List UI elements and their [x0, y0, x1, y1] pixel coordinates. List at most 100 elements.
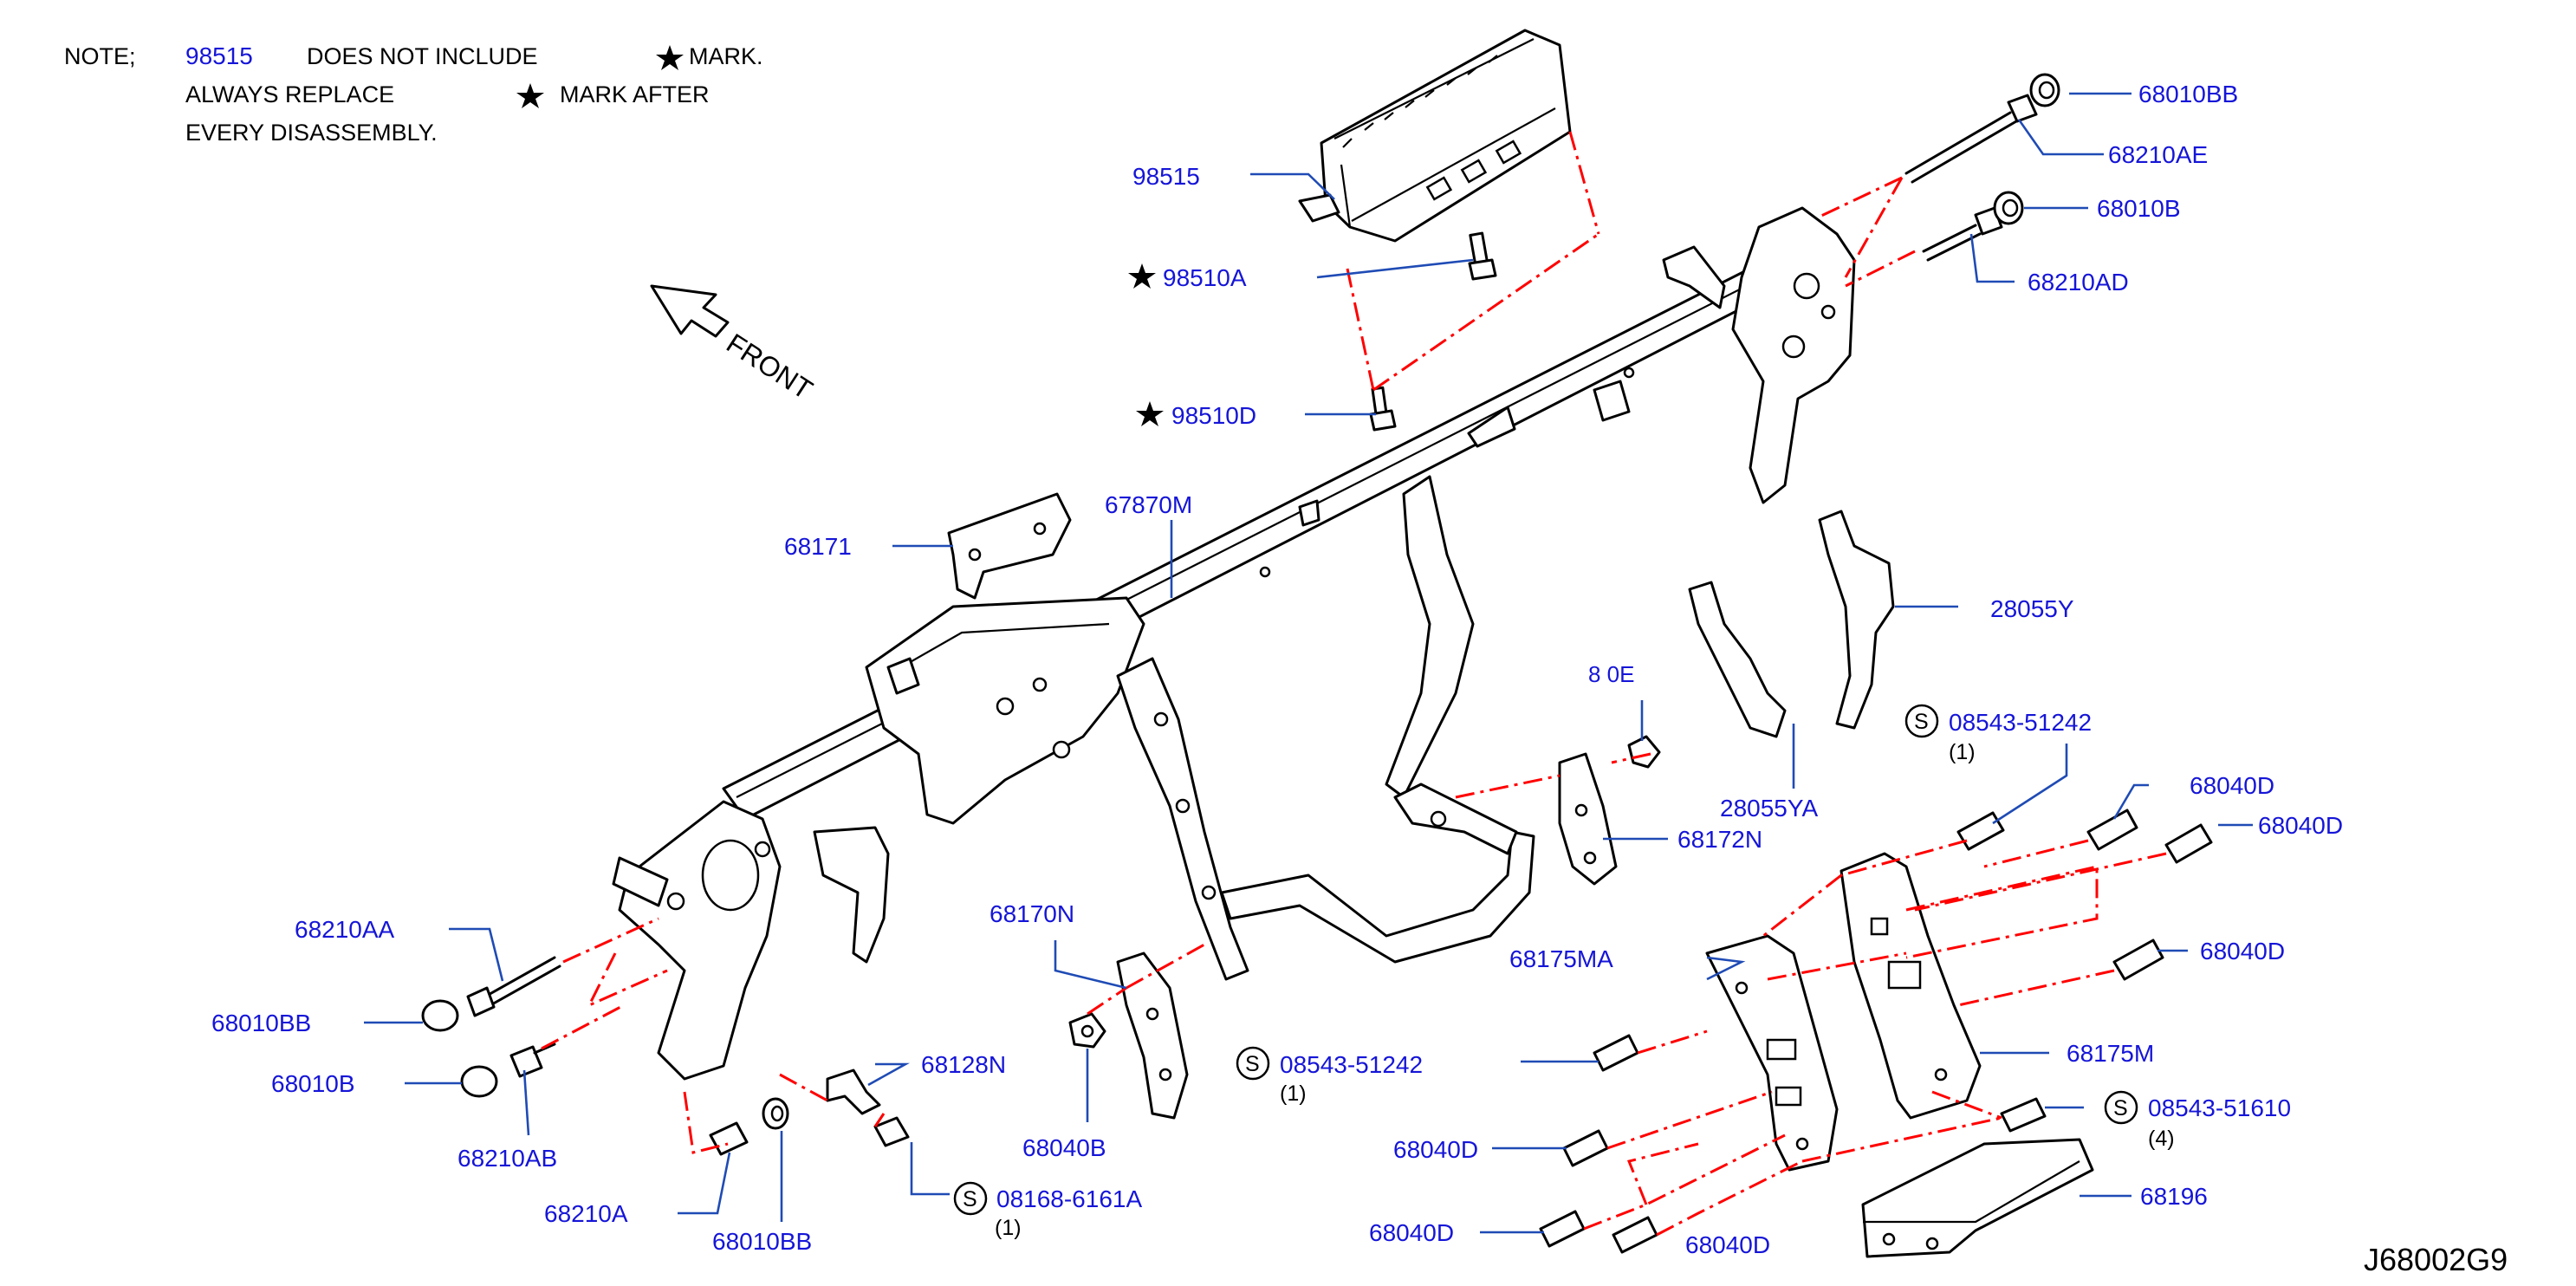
- standard-mark: S: [963, 1187, 977, 1211]
- star-icon: [656, 45, 684, 70]
- front-label: FRONT: [721, 328, 818, 406]
- bolt-68210AD[interactable]: [1922, 206, 2003, 262]
- star-icon: [516, 83, 544, 108]
- label-08543-51610[interactable]: 08543-51610: [2148, 1094, 2291, 1121]
- note-block: NOTE; 98515 DOES NOT INCLUDE MARK. ALWAY…: [64, 42, 763, 146]
- airbag-module[interactable]: [1298, 29, 1572, 243]
- standard-part-icon: [2104, 1090, 2138, 1125]
- label-08168-6161A[interactable]: 08168-6161A: [996, 1185, 1142, 1212]
- label-98515[interactable]: 98515: [1132, 163, 1200, 190]
- knee-protector-68175M[interactable]: [1840, 852, 1982, 1120]
- knee-protector-68175MA[interactable]: [1705, 934, 1839, 1172]
- label-68040D-a[interactable]: 68040D: [2190, 772, 2274, 799]
- standard-part-icon: [953, 1181, 988, 1216]
- bracket-28055YA[interactable]: [1688, 581, 1787, 738]
- label-68210AB[interactable]: 68210AB: [457, 1145, 557, 1172]
- bushing-68010B-left[interactable]: [460, 1065, 498, 1098]
- label-68040E-partial[interactable]: 8 0E: [1588, 661, 1635, 687]
- label-68040D-d[interactable]: 68040D: [1393, 1136, 1478, 1163]
- label-68040D-c[interactable]: 68040D: [2200, 938, 2285, 964]
- label-68010BB-bottom[interactable]: 68010BB: [712, 1228, 812, 1255]
- label-68010BB-top[interactable]: 68010BB: [2138, 81, 2238, 107]
- label-68010B-left[interactable]: 68010B: [271, 1070, 355, 1097]
- bushing-68010BB-left[interactable]: [421, 999, 459, 1032]
- screw-08543-51242[interactable]: [1956, 811, 2005, 851]
- screw-68040D-left-2[interactable]: [1562, 1129, 1609, 1167]
- leader-lines: [364, 92, 2253, 1234]
- bolt-68210A[interactable]: [709, 1121, 749, 1156]
- nut-68040E[interactable]: [1627, 735, 1661, 769]
- label-68196[interactable]: 68196: [2140, 1183, 2208, 1210]
- bolt-68210AB[interactable]: [509, 1042, 556, 1078]
- label-68010B-top[interactable]: 68010B: [2097, 195, 2181, 222]
- star-icon: [1128, 263, 1156, 289]
- label-68210AA[interactable]: 68210AA: [295, 916, 395, 943]
- assembly-lines: [541, 131, 2167, 1237]
- standard-part-icon: [1904, 704, 1939, 738]
- label-68040D-e[interactable]: 68040D: [1369, 1219, 1454, 1246]
- screw-68040D-mid[interactable]: [2112, 939, 2164, 981]
- note-line2-suffix: MARK AFTER: [560, 81, 710, 107]
- label-68210AE[interactable]: 68210AE: [2108, 141, 2208, 168]
- bolt-68210AA[interactable]: [466, 956, 561, 1017]
- label-68040D-f[interactable]: 68040D: [1685, 1231, 1770, 1258]
- bracket-68170N[interactable]: [1116, 952, 1189, 1120]
- label-68040D-b[interactable]: 68040D: [2258, 812, 2343, 839]
- star-icon: [1136, 401, 1164, 426]
- note-prefix: NOTE;: [64, 43, 136, 69]
- bolt-68210AE[interactable]: [1904, 94, 2038, 184]
- screw-68040D-upper-1[interactable]: [2086, 809, 2138, 851]
- screw-68040D-left-3[interactable]: [1539, 1210, 1586, 1248]
- standard-mark: S: [1245, 1052, 1260, 1076]
- screw-68040D-upper-2[interactable]: [2164, 823, 2213, 864]
- front-arrow-icon: [650, 284, 730, 338]
- bolt-08168-6161A[interactable]: [873, 1116, 910, 1147]
- nut-68040B[interactable]: [1068, 1012, 1106, 1049]
- steering-member[interactable]: [612, 206, 1856, 1081]
- qty-08168-6161A: (1): [995, 1216, 1022, 1240]
- label-67870M[interactable]: 67870M: [1105, 491, 1192, 518]
- label-68175M[interactable]: 68175M: [2067, 1040, 2154, 1067]
- knee-cover-68196[interactable]: [1861, 1138, 2094, 1258]
- label-68175MA[interactable]: 68175MA: [1509, 945, 1613, 972]
- label-68010BB-left[interactable]: 68010BB: [211, 1010, 311, 1036]
- bracket-68172N[interactable]: [1558, 752, 1618, 886]
- standard-mark: S: [1914, 710, 1929, 734]
- note-line1-suffix: MARK.: [689, 43, 763, 69]
- diagram-code: J68002G9: [2364, 1242, 2508, 1277]
- label-68128N[interactable]: 68128N: [921, 1051, 1006, 1078]
- bracket-68171[interactable]: [947, 492, 1072, 600]
- label-68170N[interactable]: 68170N: [990, 900, 1074, 927]
- qty-08543-51610: (4): [2148, 1127, 2175, 1151]
- bushing-68010BB-top[interactable]: [2029, 73, 2060, 107]
- label-28055Y[interactable]: 28055Y: [1990, 595, 2074, 622]
- note-line2-text: ALWAYS REPLACE: [185, 81, 394, 107]
- standard-part-icon: [1236, 1046, 1270, 1081]
- note-part-number[interactable]: 98515: [185, 42, 253, 69]
- label-68171[interactable]: 68171: [784, 533, 852, 560]
- label-08543-51242-mid[interactable]: 08543-51242: [1280, 1051, 1423, 1078]
- bracket-28055Y[interactable]: [1818, 510, 1895, 730]
- bolt-98510D[interactable]: [1369, 386, 1397, 432]
- bushing-68010B-top[interactable]: [1993, 191, 2024, 225]
- label-68172N[interactable]: 68172N: [1677, 826, 1762, 853]
- bolt-98510A[interactable]: [1468, 231, 1497, 281]
- bracket-68128N[interactable]: [826, 1068, 881, 1115]
- note-line3-text: EVERY DISASSEMBLY.: [185, 120, 438, 146]
- note-line1-text: DOES NOT INCLUDE: [307, 43, 538, 69]
- screw-08543-51610[interactable]: [2000, 1097, 2047, 1133]
- screw-68040D-bottom[interactable]: [1612, 1216, 1658, 1254]
- screw-68040D-left-1[interactable]: [1593, 1034, 1639, 1072]
- label-68040B[interactable]: 68040B: [1022, 1134, 1106, 1161]
- label-28055YA[interactable]: 28055YA: [1720, 795, 1818, 822]
- qty-08543-51242-mid: (1): [1280, 1081, 1307, 1106]
- label-98510D[interactable]: 98510D: [1171, 402, 1256, 429]
- qty-08543-51242-right: (1): [1949, 740, 1976, 764]
- label-68210A[interactable]: 68210A: [544, 1200, 628, 1227]
- standard-mark: S: [2113, 1096, 2128, 1120]
- label-98510A[interactable]: 98510A: [1163, 264, 1247, 291]
- label-08543-51242-right[interactable]: 08543-51242: [1949, 709, 2092, 736]
- bushing-68010BB-bottom[interactable]: [762, 1097, 789, 1130]
- label-68210AD[interactable]: 68210AD: [2028, 269, 2129, 296]
